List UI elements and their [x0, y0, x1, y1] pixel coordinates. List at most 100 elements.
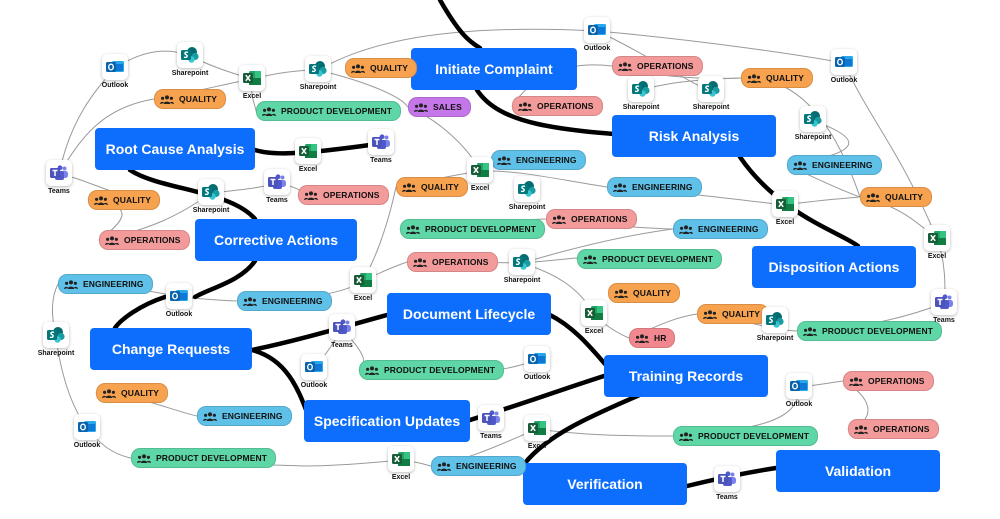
- tag-engineering[interactable]: ENGINEERING: [607, 177, 702, 197]
- tag-product-development[interactable]: PRODUCT DEVELOPMENT: [359, 360, 504, 380]
- verification-box[interactable]: Verification: [523, 463, 687, 505]
- sharepoint-icon: [305, 56, 331, 82]
- outlook-app[interactable]: Outlook: [62, 414, 112, 449]
- outlook-app[interactable]: Outlook: [154, 283, 204, 318]
- excel-app[interactable]: Excel: [512, 415, 562, 450]
- root-cause-analysis-box[interactable]: Root Cause Analysis: [95, 128, 255, 170]
- tag-label: SALES: [433, 102, 462, 112]
- tag-operations[interactable]: OPERATIONS: [612, 56, 703, 76]
- outlook-app[interactable]: Outlook: [90, 54, 140, 89]
- sharepoint-app[interactable]: Sharepoint: [750, 307, 800, 342]
- tag-quality[interactable]: QUALITY: [88, 190, 161, 210]
- outlook-app[interactable]: Outlook: [774, 373, 824, 408]
- app-label: Outlook: [523, 374, 551, 381]
- tag-quality[interactable]: QUALITY: [396, 177, 469, 197]
- tag-engineering[interactable]: ENGINEERING: [673, 219, 768, 239]
- change-requests-box[interactable]: Change Requests: [90, 328, 252, 370]
- flow-connector: [249, 312, 390, 353]
- sharepoint-app[interactable]: Sharepoint: [497, 249, 547, 284]
- tag-engineering[interactable]: ENGINEERING: [58, 274, 153, 294]
- tag-quality[interactable]: QUALITY: [741, 68, 814, 88]
- tag-operations[interactable]: OPERATIONS: [848, 419, 939, 439]
- excel-app[interactable]: Excel: [912, 225, 962, 260]
- tag-quality[interactable]: QUALITY: [96, 383, 169, 403]
- tag-operations[interactable]: OPERATIONS: [512, 96, 603, 116]
- sharepoint-app[interactable]: Sharepoint: [686, 76, 736, 111]
- tag-quality[interactable]: QUALITY: [154, 89, 227, 109]
- tag-label: ENGINEERING: [456, 461, 517, 471]
- teams-app[interactable]: Teams: [466, 405, 516, 440]
- tag-operations[interactable]: OPERATIONS: [843, 371, 934, 391]
- tag-operations[interactable]: OPERATIONS: [407, 252, 498, 272]
- teams-app[interactable]: Teams: [317, 314, 367, 349]
- tag-product-development[interactable]: PRODUCT DEVELOPMENT: [131, 448, 276, 468]
- teams-app[interactable]: Teams: [34, 160, 84, 195]
- corrective-actions-box[interactable]: Corrective Actions: [195, 219, 357, 261]
- app-label: Sharepoint: [622, 104, 660, 111]
- risk-analysis-box[interactable]: Risk Analysis: [612, 115, 776, 157]
- excel-app[interactable]: Excel: [376, 446, 426, 481]
- flow-connector: [437, 0, 483, 51]
- excel-app[interactable]: Excel: [227, 65, 277, 100]
- sharepoint-app[interactable]: Sharepoint: [502, 176, 552, 211]
- tag-product-development[interactable]: PRODUCT DEVELOPMENT: [577, 249, 722, 269]
- tag-quality[interactable]: QUALITY: [860, 187, 933, 207]
- teams-app[interactable]: Teams: [702, 466, 752, 501]
- tag-operations[interactable]: OPERATIONS: [99, 230, 190, 250]
- sharepoint-app[interactable]: Sharepoint: [165, 42, 215, 77]
- specification-updates-box[interactable]: Specification Updates: [304, 400, 470, 442]
- disposition-actions-box[interactable]: Disposition Actions: [752, 246, 916, 288]
- people-icon: [618, 61, 632, 71]
- excel-icon: [388, 446, 414, 472]
- excel-app[interactable]: Excel: [283, 138, 333, 173]
- excel-icon: [467, 157, 493, 183]
- teams-app[interactable]: Teams: [919, 289, 969, 324]
- excel-app[interactable]: Excel: [760, 191, 810, 226]
- sharepoint-app[interactable]: Sharepoint: [616, 76, 666, 111]
- teams-icon: [478, 405, 504, 431]
- tag-product-development[interactable]: PRODUCT DEVELOPMENT: [673, 426, 818, 446]
- validation-box[interactable]: Validation: [776, 450, 940, 492]
- document-lifecycle-box[interactable]: Document Lifecycle: [387, 293, 551, 335]
- initiate-complaint-box[interactable]: Initiate Complaint: [411, 48, 577, 90]
- sharepoint-app[interactable]: Sharepoint: [186, 179, 236, 214]
- excel-app[interactable]: Excel: [338, 267, 388, 302]
- tag-label: ENGINEERING: [83, 279, 144, 289]
- tag-label: ENGINEERING: [516, 155, 577, 165]
- teams-app[interactable]: Teams: [252, 169, 302, 204]
- outlook-app[interactable]: Outlook: [572, 17, 622, 52]
- tag-quality[interactable]: QUALITY: [345, 58, 418, 78]
- sharepoint-app[interactable]: Sharepoint: [31, 322, 81, 357]
- outlook-app[interactable]: Outlook: [512, 346, 562, 381]
- excel-app[interactable]: Excel: [455, 157, 505, 192]
- tag-quality[interactable]: QUALITY: [608, 283, 681, 303]
- flow-connector: [112, 294, 168, 331]
- outlook-app[interactable]: Outlook: [819, 49, 869, 84]
- excel-app[interactable]: Excel: [569, 300, 619, 335]
- sharepoint-icon: [628, 76, 654, 102]
- training-records-box[interactable]: Training Records: [604, 355, 768, 397]
- tag-operations[interactable]: OPERATIONS: [298, 185, 389, 205]
- tag-hr[interactable]: HR: [629, 328, 676, 348]
- tag-product-development[interactable]: PRODUCT DEVELOPMENT: [256, 101, 401, 121]
- tag-label: PRODUCT DEVELOPMENT: [698, 431, 809, 441]
- tag-engineering[interactable]: ENGINEERING: [431, 456, 526, 476]
- people-icon: [351, 63, 365, 73]
- outlook-app[interactable]: Outlook: [289, 354, 339, 389]
- tag-product-development[interactable]: PRODUCT DEVELOPMENT: [400, 219, 545, 239]
- tag-label: QUALITY: [766, 73, 805, 83]
- tag-product-development[interactable]: PRODUCT DEVELOPMENT: [797, 321, 942, 341]
- tag-engineering[interactable]: ENGINEERING: [197, 406, 292, 426]
- tag-engineering[interactable]: ENGINEERING: [491, 150, 586, 170]
- tag-engineering[interactable]: ENGINEERING: [787, 155, 882, 175]
- tag-quality[interactable]: QUALITY: [697, 304, 770, 324]
- teams-app[interactable]: Teams: [356, 129, 406, 164]
- tag-label: ENGINEERING: [222, 411, 283, 421]
- sharepoint-app[interactable]: Sharepoint: [788, 106, 838, 141]
- tag-label: OPERATIONS: [323, 190, 380, 200]
- teams-icon: [931, 289, 957, 315]
- tag-sales[interactable]: SALES: [408, 97, 471, 117]
- tag-operations[interactable]: OPERATIONS: [546, 209, 637, 229]
- tag-engineering[interactable]: ENGINEERING: [237, 291, 332, 311]
- sharepoint-app[interactable]: Sharepoint: [293, 56, 343, 91]
